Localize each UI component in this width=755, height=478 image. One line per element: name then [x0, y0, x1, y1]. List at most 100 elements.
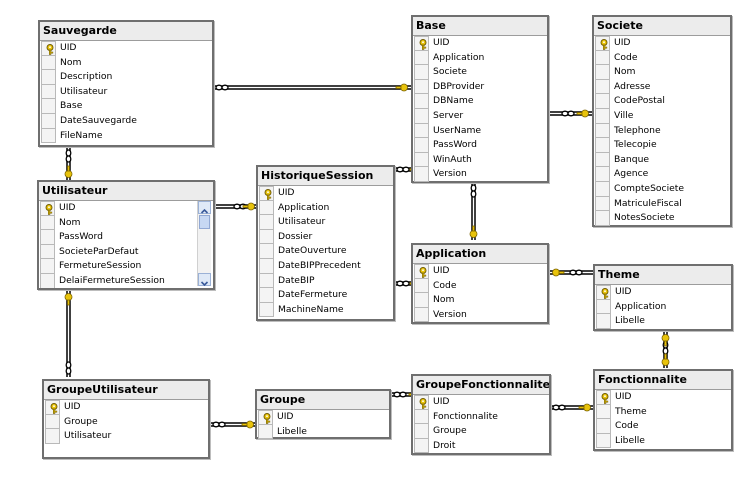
column-row[interactable]: Application	[258, 200, 393, 216]
column-row[interactable]: PassWord	[39, 230, 213, 245]
column-row[interactable]: CompteSociete	[594, 181, 730, 197]
column-row[interactable]: Nom	[40, 55, 212, 71]
column-row[interactable]: Libelle	[595, 433, 731, 449]
column-row[interactable]: Agence	[594, 167, 730, 182]
column-row[interactable]: MachineName	[258, 302, 393, 318]
column-row[interactable]: UID	[413, 264, 547, 279]
column-row[interactable]: SocieteParDefaut	[39, 244, 213, 260]
key-icon	[419, 267, 427, 278]
column-name: Theme	[615, 405, 647, 417]
column-name: UID	[278, 187, 295, 198]
column-row[interactable]: Server	[413, 108, 547, 124]
column-row[interactable]: Utilisateur	[44, 429, 208, 444]
column-row[interactable]: WinAuth	[413, 152, 547, 168]
column-row[interactable]: Telephone	[594, 123, 730, 139]
column-row[interactable]: Code	[595, 419, 731, 434]
scroll-thumb[interactable]	[199, 215, 210, 229]
row-selector	[41, 84, 56, 100]
column-row[interactable]: DBName	[413, 94, 547, 109]
column-row[interactable]: Ville	[594, 108, 730, 124]
row-selector	[258, 424, 273, 440]
column-name: Nom	[614, 66, 636, 78]
infinity-endpoint-icon	[65, 149, 72, 163]
row-selector	[414, 50, 429, 66]
table-title: Application	[413, 245, 547, 264]
column-row[interactable]: Libelle	[595, 314, 731, 329]
row-selector	[596, 419, 611, 434]
key-icon	[45, 204, 53, 215]
column-row[interactable]: UID	[44, 400, 208, 415]
column-row[interactable]: Nom	[413, 293, 547, 308]
column-row[interactable]: Adresse	[594, 79, 730, 95]
column-row[interactable]: Version	[413, 167, 547, 182]
column-row[interactable]: UID	[40, 41, 212, 56]
scroll-down-icon[interactable]	[198, 273, 211, 287]
column-row[interactable]: UID	[413, 395, 549, 410]
column-row[interactable]: UID	[258, 186, 393, 201]
column-row[interactable]: Groupe	[413, 424, 549, 439]
column-row[interactable]: FileName	[40, 128, 212, 144]
column-row[interactable]: Dossier	[258, 229, 393, 245]
column-row[interactable]: Code	[594, 50, 730, 66]
column-row[interactable]: Telecopie	[594, 138, 730, 153]
column-row[interactable]: CodePostal	[594, 94, 730, 109]
column-row[interactable]: UID	[413, 36, 547, 51]
column-row[interactable]: Utilisateur	[40, 84, 212, 100]
column-row[interactable]: Groupe	[44, 414, 208, 430]
column-row[interactable]: Nom	[39, 215, 213, 231]
column-name: Nom	[60, 56, 82, 68]
column-row[interactable]: DateOuverture	[258, 244, 393, 259]
column-row[interactable]: UID	[257, 410, 389, 425]
column-name: UID	[64, 401, 81, 412]
column-row[interactable]: UID	[595, 390, 731, 405]
infinity-endpoint-icon	[212, 421, 226, 428]
column-row[interactable]: PassWord	[413, 138, 547, 153]
column-row[interactable]: DBProvider	[413, 79, 547, 95]
vertical-scrollbar[interactable]	[197, 201, 211, 287]
column-name: Description	[60, 71, 113, 83]
column-row[interactable]: NotesSociete	[594, 211, 730, 226]
column-row[interactable]: DateFermeture	[258, 288, 393, 303]
column-row[interactable]: DateSauvegarde	[40, 113, 212, 129]
column-row[interactable]: DelaiFermetureSession	[39, 273, 213, 288]
column-row[interactable]: Theme	[595, 404, 731, 420]
row-selector	[414, 167, 429, 182]
column-row[interactable]: Droit	[413, 438, 549, 454]
column-row[interactable]: DateBIPPrecedent	[258, 258, 393, 274]
column-name: DateBIP	[278, 274, 315, 286]
column-row[interactable]: FermetureSession	[39, 259, 213, 274]
column-row[interactable]: Base	[40, 99, 212, 114]
column-row[interactable]: DateBIP	[258, 273, 393, 289]
infinity-endpoint-icon	[396, 166, 410, 173]
column-row[interactable]: Nom	[594, 65, 730, 80]
column-row[interactable]: Libelle	[257, 424, 389, 440]
row-selector	[41, 41, 56, 56]
column-row[interactable]: Code	[413, 278, 547, 294]
column-row[interactable]: Societe	[413, 65, 547, 80]
column-row[interactable]: UID	[39, 201, 213, 216]
column-row[interactable]: Version	[413, 307, 547, 323]
column-row[interactable]: Application	[595, 299, 731, 315]
column-row[interactable]: Utilisateur	[258, 215, 393, 230]
column-row[interactable]: UID	[594, 36, 730, 51]
column-row[interactable]: UID	[595, 285, 731, 300]
column-row[interactable]: UserName	[413, 123, 547, 139]
scroll-up-icon[interactable]	[198, 201, 211, 214]
column-row[interactable]: MatriculeFiscal	[594, 196, 730, 212]
column-row[interactable]: Fonctionnalite	[413, 409, 549, 425]
column-row[interactable]: Banque	[594, 152, 730, 168]
column-row[interactable]: Description	[40, 70, 212, 85]
column-row[interactable]: Application	[413, 50, 547, 66]
